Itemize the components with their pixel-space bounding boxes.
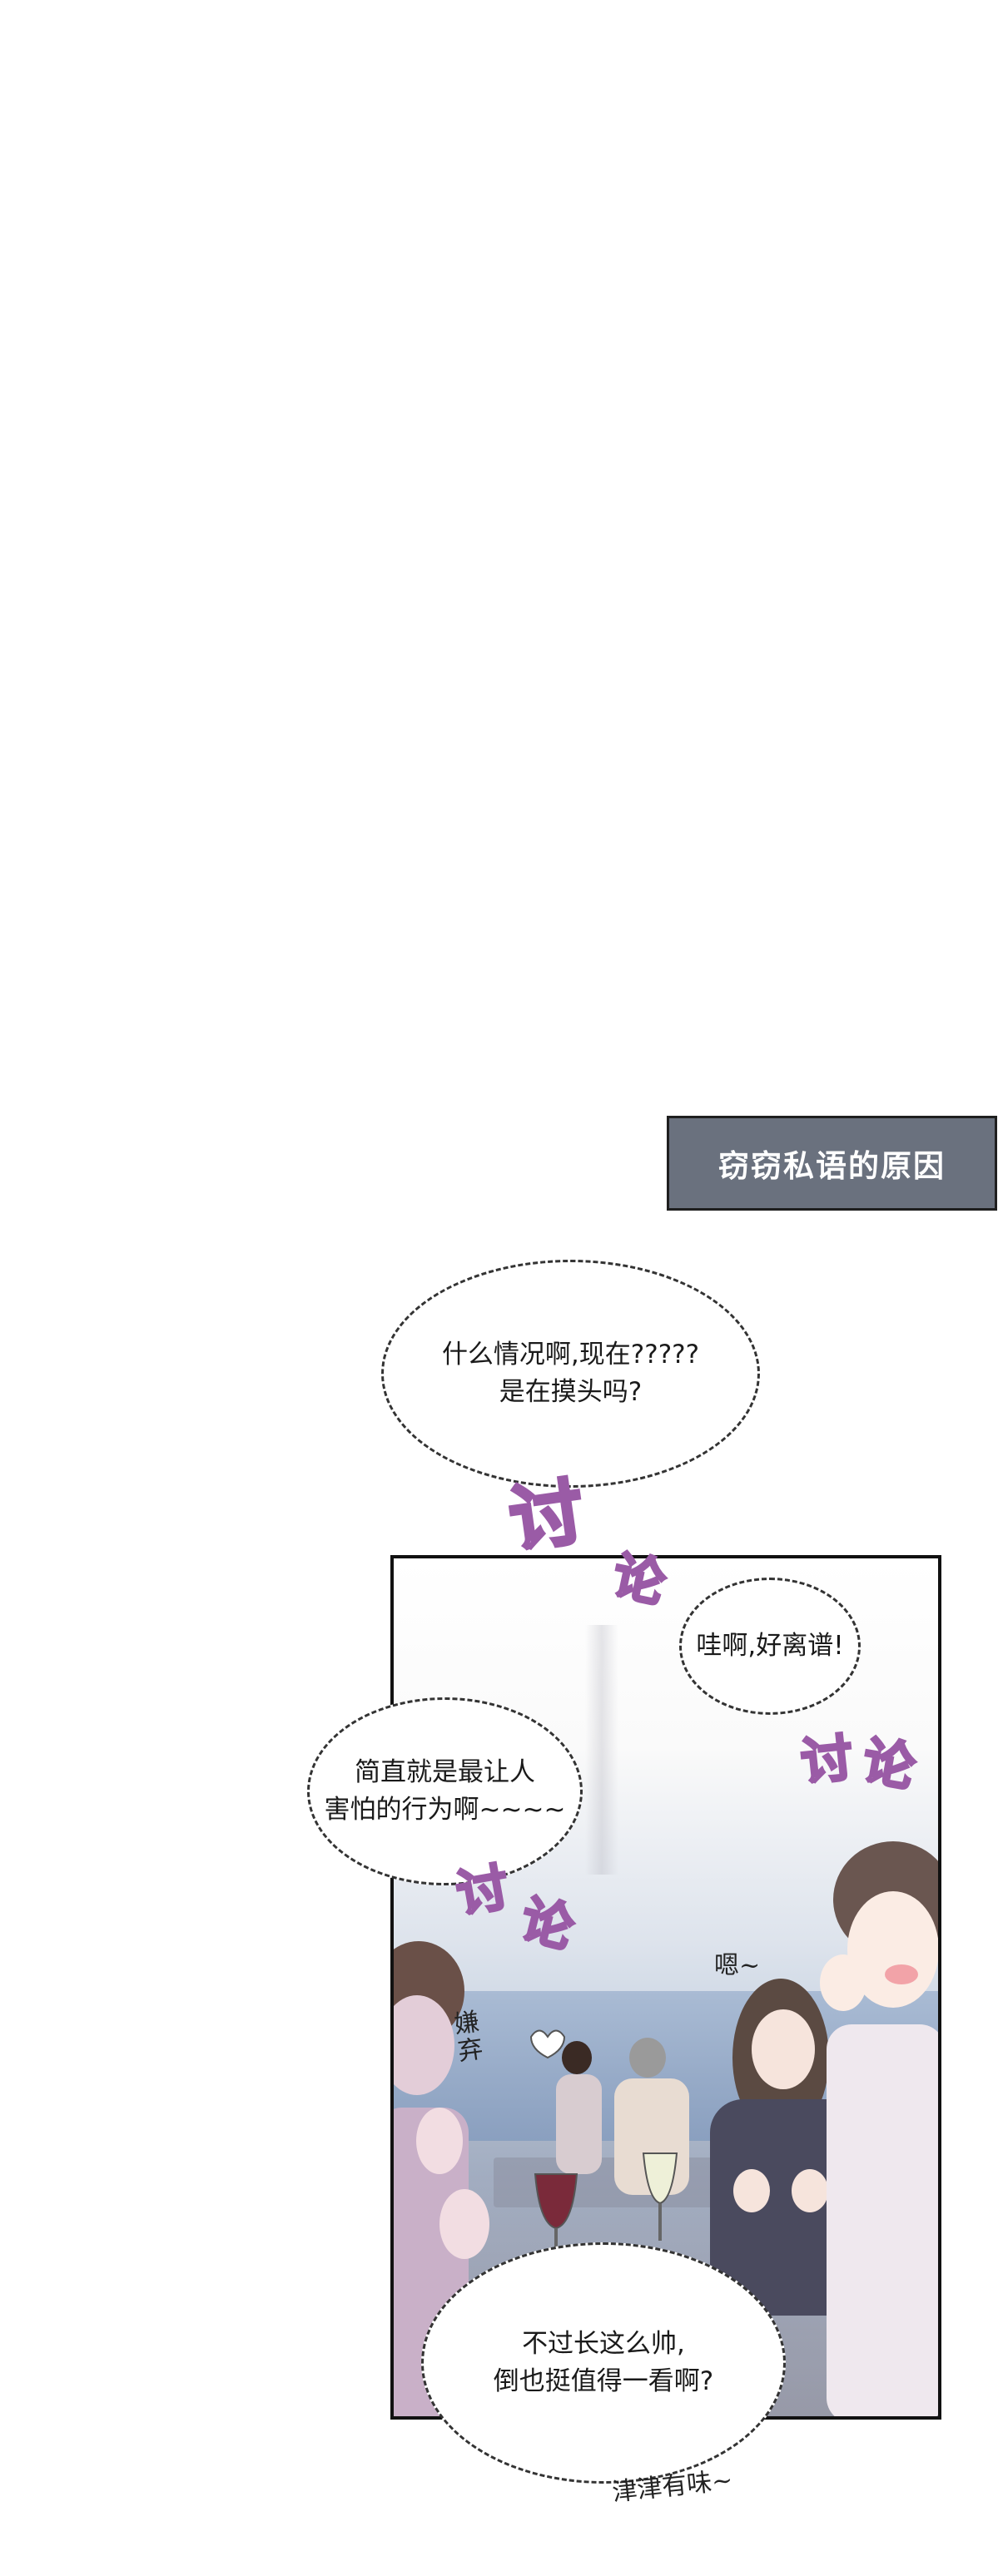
sfx-discuss-2a: 讨 [797,1726,856,1794]
bubble-top-line2: 是在摸头吗? [499,1377,643,1407]
leftman-face [394,1995,454,2095]
leftman-hand-1 [416,2108,463,2174]
bubble-left-line1: 简直就是最让人 [355,1757,535,1788]
sfx-discuss-1a: 讨 [503,1467,590,1565]
bubble-bottom-line1: 不过长这么帅, [522,2329,685,2360]
bubble-left-line2: 害怕的行为啊~~~~ [324,1795,566,1825]
heart-doodle [529,2029,566,2059]
wine-glass-1 [534,2173,578,2230]
man-hand [820,1954,866,2011]
bubble-right: 哇啊,好离谱! [679,1578,861,1715]
caption-box: 窃窃私语的原因 [667,1116,997,1211]
woman-body [710,2099,860,2316]
bubble-left: 简直就是最让人 害怕的行为啊~~~~ [307,1697,583,1885]
scene-window-light [585,1625,618,1875]
man-body [827,2024,938,2416]
bubble-top-line1: 什么情况啊,现在????? [441,1340,700,1370]
bubble-bottom-line2: 倒也挺值得一看啊? [493,2366,714,2396]
wine-glass-1-stem [554,2228,558,2261]
wine-glass-2 [642,2152,678,2205]
woman-face [752,2009,815,2089]
bubble-bottom: 不过长这么帅, 倒也挺值得一看啊? [421,2242,786,2484]
diner-bg-1-head [562,2041,592,2074]
caption-text: 窃窃私语的原因 [718,1148,946,1184]
note-hmm: 嗯~ [714,1951,761,1980]
man-blush [885,1964,918,1984]
diner-bg-1-body [556,2074,602,2174]
woman-hand-left [733,2169,770,2212]
leftman-hand-2 [439,2189,489,2259]
bubble-right-text: 哇啊,好离谱! [696,1631,844,1662]
wine-glass-2-stem [658,2203,662,2241]
diner-bg-2-head [629,2038,666,2078]
woman-hand-right [792,2169,828,2212]
bubble-top: 什么情况啊,现在????? 是在摸头吗? [381,1260,760,1488]
